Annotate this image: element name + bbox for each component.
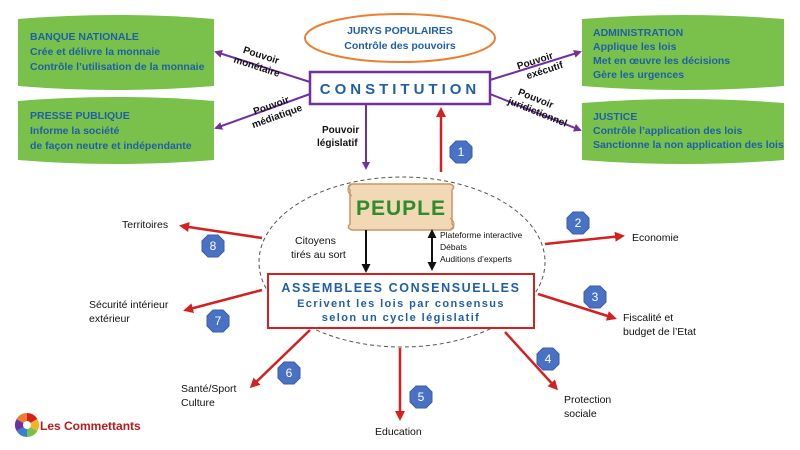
svg-text:1: 1 — [458, 145, 465, 159]
jurys-populaires: JURYS POPULAIRES Contrôle des pouvoirs — [304, 13, 496, 63]
presse-title: PRESSE PUBLIQUE — [30, 110, 130, 122]
logo: Les Commettants — [14, 413, 141, 437]
label-pouvoir-legislatif: Pouvoir législatif — [317, 125, 359, 149]
banque-line-1: Crée et délivre la monnaie — [30, 46, 160, 58]
banque-nationale-box: BANQUE NATIONALE Crée et délivre la monn… — [18, 15, 214, 90]
administration-line-3: Gère les urgences — [593, 69, 684, 81]
assemblees-title: ASSEMBLEES CONSENSUELLES — [281, 281, 520, 295]
presse-line-2: de façon neutre et indépendante — [30, 140, 192, 152]
svg-text:tirés au sort: tirés au sort — [291, 249, 346, 261]
badge-2: 2 — [566, 211, 590, 235]
arrow-pouvoir-executif — [489, 49, 582, 81]
peuple-label: PEUPLE — [356, 197, 446, 220]
badge-5: 5 — [409, 385, 433, 409]
arrow-sante — [249, 329, 311, 389]
administration-line-2: Met en œuvre les décisions — [593, 55, 730, 67]
justice-box: JUSTICE Contrôle l’application des lois … — [582, 99, 784, 164]
svg-text:Fiscalité et: Fiscalité et — [623, 312, 673, 324]
assemblees-line-1: Ecrivent les lois par consensus — [297, 298, 505, 310]
label-fiscalite: Fiscalité et budget de l’Etat — [623, 312, 696, 338]
svg-text:7: 7 — [215, 314, 222, 328]
label-pouvoir-mediatique: Pouvoir médiatique — [250, 95, 304, 131]
svg-text:Pouvoir: Pouvoir — [322, 125, 359, 136]
badge-8: 8 — [201, 234, 225, 258]
presse-line-1: Informe la société — [30, 125, 119, 137]
logo-text: Les Commettants — [40, 419, 141, 433]
justice-line-1: Contrôle l’application des lois — [593, 125, 743, 137]
badge-1: 1 — [449, 140, 473, 164]
badge-3: 3 — [583, 285, 607, 309]
arrow-securite — [183, 288, 263, 314]
svg-text:Débats: Débats — [440, 242, 467, 252]
arrow-pouvoir-juridictionnel — [489, 93, 582, 132]
label-pouvoir-executif: Pouvoir exécutif — [516, 51, 565, 83]
jurys-title: JURYS POPULAIRES — [347, 25, 453, 37]
svg-text:Culture: Culture — [181, 397, 215, 409]
svg-text:5: 5 — [418, 390, 425, 404]
svg-text:Sécurité intérieur: Sécurité intérieur — [89, 299, 169, 311]
svg-text:législatif: législatif — [317, 138, 358, 149]
svg-text:2: 2 — [575, 216, 582, 230]
svg-text:Auditions d’experts: Auditions d’experts — [440, 254, 512, 264]
label-pouvoir-juridictionnel: Pouvoir juridictionnel — [505, 87, 568, 130]
logo-icon — [14, 413, 40, 437]
label-protection: Protection sociale — [564, 394, 611, 420]
arrow-pouvoir-monetaire — [214, 50, 311, 83]
svg-text:budget de l’Etat: budget de l’Etat — [623, 326, 696, 338]
svg-text:3: 3 — [592, 290, 599, 304]
banque-line-2: Contrôle l’utilisation de la monnaie — [30, 61, 205, 73]
svg-text:4: 4 — [545, 352, 552, 366]
label-territoires: Territoires — [122, 219, 168, 231]
badge-6: 6 — [277, 361, 301, 385]
arrow-territoires — [179, 222, 263, 240]
label-pouvoir-monetaire: Pouvoir monétaire — [232, 45, 281, 80]
svg-text:Plateforme interactive: Plateforme interactive — [440, 230, 522, 240]
arrow-fiscalite — [537, 292, 617, 321]
justice-title: JUSTICE — [593, 111, 637, 123]
label-securite: Sécurité intérieur extérieur — [89, 299, 169, 325]
svg-text:sociale: sociale — [564, 408, 597, 420]
svg-text:8: 8 — [210, 239, 217, 253]
svg-text:6: 6 — [286, 366, 293, 380]
peuple-scroll: PEUPLE — [347, 183, 455, 231]
jurys-subtitle: Contrôle des pouvoirs — [344, 40, 456, 52]
svg-text:Protection: Protection — [564, 394, 611, 406]
label-sante: Santé/Sport Culture — [181, 383, 237, 409]
assemblees-line-2: selon un cycle législatif — [322, 312, 481, 324]
peuple-ellipse — [258, 176, 546, 348]
svg-text:Santé/Sport: Santé/Sport — [181, 383, 237, 395]
presse-publique-box: PRESSE PUBLIQUE Informe la société de fa… — [18, 97, 214, 164]
arrow-protection — [504, 331, 559, 391]
arrow-pouvoir-mediatique — [214, 93, 311, 130]
justice-line-2: Sanctionne la non application des lois — [593, 139, 784, 151]
administration-title: ADMINISTRATION — [593, 27, 683, 39]
assemblees-box: ASSEMBLEES CONSENSUELLES Ecrivent les lo… — [267, 273, 535, 329]
administration-line-1: Applique les lois — [593, 41, 677, 53]
administration-box: ADMINISTRATION Applique les lois Met en … — [582, 15, 784, 90]
label-education: Education — [375, 426, 422, 438]
constitution-box: CONSTITUTION — [308, 70, 492, 106]
citoyens-label: Citoyens tirés au sort — [291, 235, 346, 261]
badge-4: 4 — [536, 347, 560, 371]
arrow-economie — [544, 231, 625, 246]
label-economie: Economie — [632, 232, 679, 244]
svg-text:Citoyens: Citoyens — [295, 235, 336, 247]
constitution-label: CONSTITUTION — [320, 81, 481, 98]
plateforme-label: Plateforme interactive Débats Auditions … — [440, 230, 522, 264]
banque-title: BANQUE NATIONALE — [30, 31, 139, 43]
badge-7: 7 — [206, 309, 230, 333]
svg-text:extérieur: extérieur — [89, 313, 130, 325]
